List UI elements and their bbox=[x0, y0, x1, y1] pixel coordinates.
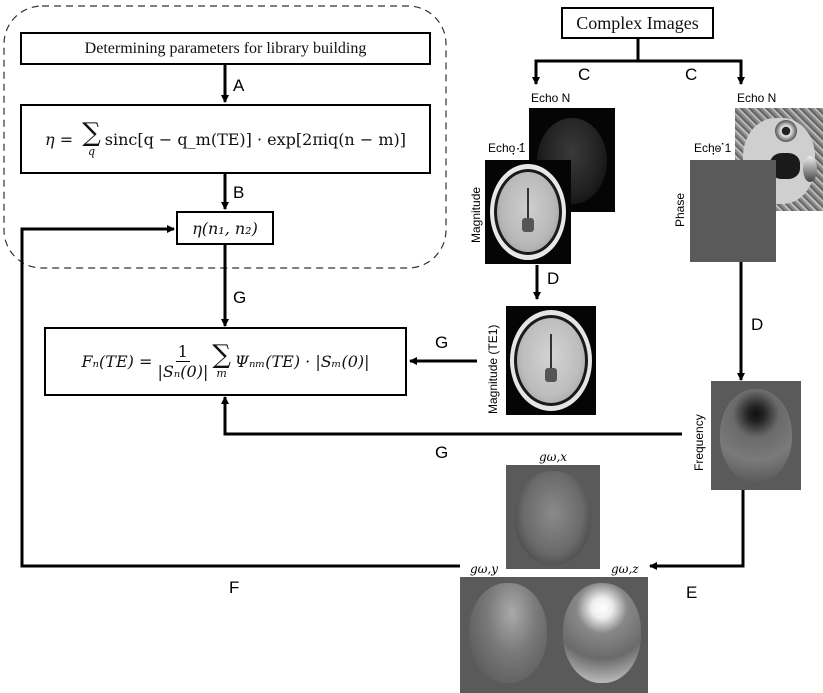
edge-c-right bbox=[638, 59, 745, 85]
echo-n-magnitude-label: Echo N bbox=[531, 91, 571, 105]
g-omega-z-brain bbox=[563, 583, 641, 683]
echo-dots-phase: ⋰ bbox=[711, 140, 725, 156]
magnitude-te1-axis-label: Magnitude (TE1) bbox=[486, 324, 500, 414]
g-omega-x-label: gω,x bbox=[539, 450, 568, 464]
sum-symbol: ∑ bbox=[82, 117, 101, 148]
frequency-image bbox=[711, 381, 801, 490]
echo-dots-magnitude: ⋰ bbox=[511, 140, 525, 156]
edge-label-d1: D bbox=[547, 269, 560, 288]
eta-n-box: η(n₁, n₂) bbox=[176, 211, 274, 245]
edge-f bbox=[20, 225, 460, 568]
edge-label-a: A bbox=[233, 76, 245, 95]
eta-lhs: η = bbox=[45, 129, 79, 149]
eta-sum-index: q bbox=[87, 144, 95, 158]
eta-rhs: sinc[q − q_m(TE)] · exp[2πiq(n − m)] bbox=[104, 129, 406, 149]
edge-e bbox=[649, 490, 745, 570]
edge-label-g1: G bbox=[233, 288, 247, 307]
eta-sum: ∑ q bbox=[82, 117, 101, 158]
edge-label-d2: D bbox=[751, 315, 764, 334]
fn-lhs: Fₙ(TE) = bbox=[81, 352, 158, 371]
fn-fraction: 1 |Sₙ(0)| bbox=[157, 342, 208, 381]
complex-images-label: Complex Images bbox=[576, 12, 699, 33]
magnitude-echo-1-image bbox=[485, 160, 571, 264]
edge-label-b: B bbox=[233, 183, 245, 202]
edge-label-g2: G bbox=[435, 333, 449, 352]
edge-c-left bbox=[532, 59, 638, 85]
eta-n-label: η(n₁, n₂) bbox=[192, 218, 258, 238]
params-label: Determining parameters for library build… bbox=[84, 39, 367, 57]
fn-denominator: |Sₙ(0)| bbox=[157, 362, 209, 381]
complex-images-box: Complex Images bbox=[561, 7, 714, 39]
edge-g-frequency bbox=[221, 396, 682, 436]
params-box: Determining parameters for library build… bbox=[20, 32, 431, 65]
g-omega-z-label: gω,z bbox=[611, 562, 639, 576]
phase-axis-label: Phase bbox=[673, 192, 687, 227]
sum-symbol: ∑ bbox=[212, 340, 231, 370]
edge-label-c1: C bbox=[578, 65, 591, 84]
fn-sum: ∑ m bbox=[212, 340, 231, 380]
fn-equation-box: Fₙ(TE) = 1 |Sₙ(0)| ∑ m Ψₙₘ(TE) · |Sₘ(0)| bbox=[44, 327, 407, 396]
fn-numerator: 1 bbox=[175, 342, 190, 362]
echo-1-magnitude-label: Echo 1 bbox=[488, 141, 526, 155]
fn-sum-index: m bbox=[216, 367, 227, 380]
phase-echo-1-image bbox=[690, 160, 776, 262]
edge-label-g3: G bbox=[435, 443, 449, 462]
magnitude-axis-label: Magnitude bbox=[469, 186, 483, 243]
echo-1-phase-label: Echo 1 bbox=[694, 141, 732, 155]
edge-label-c2: C bbox=[685, 65, 698, 84]
g-omega-y-brain bbox=[469, 583, 547, 683]
gradient-panel-yz bbox=[460, 577, 648, 693]
echo-n-phase-label: Echo N bbox=[737, 91, 777, 105]
edge-label-e: E bbox=[686, 583, 698, 602]
frequency-axis-label: Frequency bbox=[692, 414, 706, 471]
fn-rhs: Ψₙₘ(TE) · |Sₘ(0)| bbox=[234, 352, 370, 371]
g-omega-y-label: gω,y bbox=[470, 562, 499, 576]
eta-equation-box: η = ∑ q sinc[q − q_m(TE)] · exp[2πiq(n −… bbox=[20, 104, 431, 174]
gradient-panel-x bbox=[506, 465, 600, 569]
edge-label-f: F bbox=[229, 578, 240, 597]
magnitude-te1-image bbox=[506, 306, 596, 415]
